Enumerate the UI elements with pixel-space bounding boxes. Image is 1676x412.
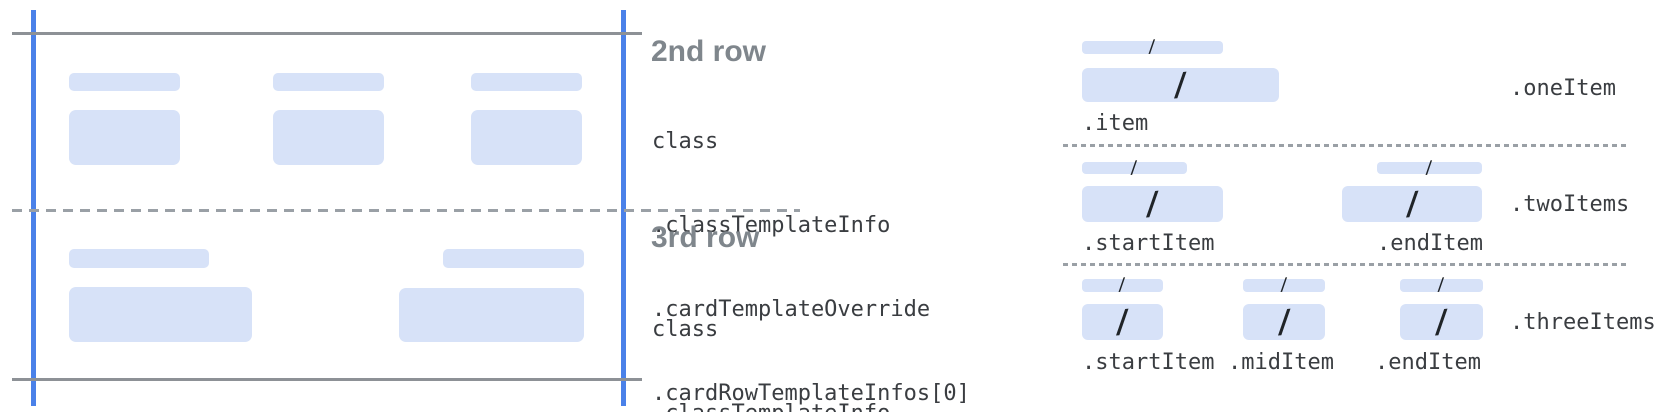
template-name-label: .twoItems (1510, 192, 1630, 217)
field-value-placeholder (69, 287, 252, 342)
item-field-label: .item (1082, 111, 1149, 136)
second-row-heading: 2nd row (651, 35, 767, 68)
third-row-code-path: class .classTemplateInfo .cardTemplateOv… (652, 260, 970, 412)
item-label-bar: / (1082, 274, 1163, 296)
item-value-bar: / (1082, 65, 1279, 104)
slash-icon: / (1430, 302, 1453, 341)
slash-icon: / (1169, 65, 1192, 104)
code-path-line: .cardRowTemplateInfos[0] (652, 381, 970, 406)
slash-icon: / (1435, 274, 1448, 296)
item-value-bar: / (1243, 302, 1325, 341)
template-separator-dotted-line (1063, 144, 1628, 147)
item-label-bar: / (1400, 274, 1483, 296)
card-bottom-guide-line (12, 378, 642, 381)
field-value-placeholder (69, 110, 180, 165)
template-separator-dotted-line (1063, 263, 1628, 266)
item-field-label: .startItem (1082, 350, 1215, 375)
card-right-edge-guide-line (621, 10, 626, 406)
slash-icon: / (1272, 302, 1296, 341)
code-path-line: .cardTemplateOverride (652, 297, 931, 322)
item-label-bar: / (1377, 157, 1482, 178)
card-top-guide-line (12, 32, 642, 35)
item-value-bar: / (1082, 184, 1223, 223)
field-label-placeholder (443, 249, 584, 268)
field-label-placeholder (273, 73, 384, 91)
item-value-bar: / (1400, 302, 1483, 341)
code-path-line: .classTemplateInfo (652, 213, 891, 238)
slash-icon: / (1116, 274, 1129, 296)
field-label-placeholder (471, 73, 582, 91)
third-row-heading: 3rd row (651, 221, 760, 254)
item-label-bar: / (1082, 36, 1223, 58)
field-label-placeholder (69, 249, 209, 268)
slash-icon: / (1277, 274, 1291, 296)
slash-icon: / (1146, 36, 1159, 58)
field-value-placeholder (399, 288, 584, 342)
item-label-bar: / (1243, 274, 1325, 296)
item-value-bar: / (1082, 302, 1163, 341)
item-field-label: .midItem (1228, 350, 1334, 375)
item-value-bar: / (1342, 184, 1482, 223)
field-value-placeholder (273, 110, 384, 165)
slash-icon: / (1400, 184, 1424, 223)
code-path-line: class (652, 129, 719, 154)
template-name-label: .threeItems (1510, 310, 1656, 335)
code-path-line: class (652, 317, 719, 342)
slash-icon: / (1111, 302, 1134, 341)
slash-icon: / (1128, 157, 1141, 178)
code-path-line: .classTemplateInfo (652, 400, 970, 412)
item-field-label: .startItem (1082, 231, 1215, 256)
field-value-placeholder (471, 110, 582, 165)
second-row-code-path: class .classTemplateInfo .cardTemplateOv… (652, 72, 970, 412)
template-name-label: .oneItem (1510, 76, 1616, 101)
field-label-placeholder (69, 73, 180, 91)
item-label-bar: / (1082, 157, 1187, 178)
row-divider-dashed-line (12, 209, 800, 212)
item-field-label: .endItem (1375, 350, 1481, 375)
slash-icon: / (1141, 184, 1164, 223)
slash-icon: / (1423, 157, 1436, 178)
item-field-label: .endItem (1377, 231, 1483, 256)
card-left-edge-guide-line (31, 10, 36, 406)
